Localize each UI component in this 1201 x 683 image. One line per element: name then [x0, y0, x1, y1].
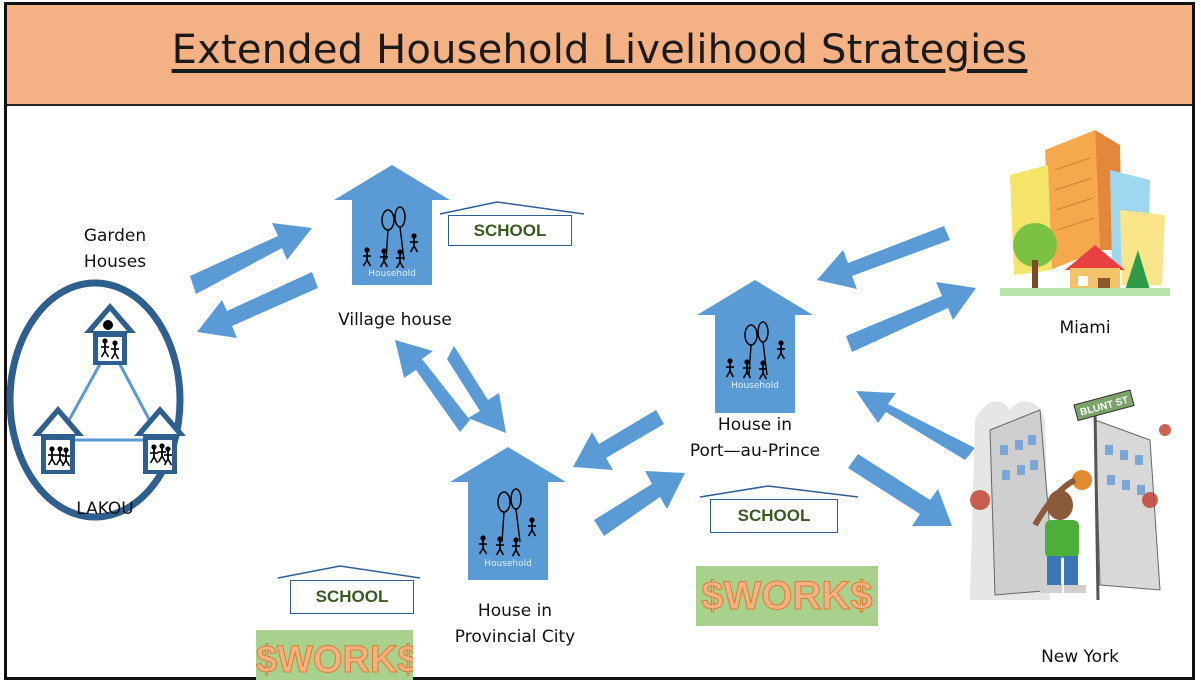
arrow-village-to-garden — [197, 272, 318, 338]
arrow-newyork-to-pap — [856, 391, 975, 460]
arrow-pap-to-newyork — [848, 454, 952, 526]
pap-label-line1: House in — [717, 415, 793, 435]
miami-label: Miami — [1059, 318, 1111, 338]
school-box-village: SCHOOL — [448, 215, 572, 246]
provincial-household-icon — [450, 447, 566, 580]
arrow-pap-to-miami — [846, 282, 976, 352]
lakou-hut-right — [134, 406, 186, 474]
arrow-provincial-to-village — [395, 340, 470, 432]
village-household-icon — [334, 165, 450, 285]
title-bar: Extended Household Livelihood Strategies — [7, 5, 1192, 106]
arrow-garden-to-village — [190, 223, 312, 294]
school-box-pap: SCHOOL — [710, 499, 838, 533]
lakou-label: LAKOU — [76, 499, 134, 519]
new-york-label: New York — [1041, 647, 1119, 667]
garden-houses-label-line2: Houses — [83, 252, 147, 272]
pap-label-line2: Port—au-Prince — [689, 441, 821, 461]
provincial-city-label-line1: House in — [477, 601, 553, 621]
slide-frame — [4, 2, 1195, 680]
provincial-city-label-line2: Provincial City — [454, 627, 576, 647]
arrow-provincial-to-pap — [594, 471, 685, 536]
garden-houses-label-line1: Garden — [83, 226, 147, 246]
lakou-hut-left — [32, 406, 84, 474]
pap-household-label: Household — [731, 381, 779, 391]
lakou-hut-top — [84, 303, 136, 365]
village-house-label: Village house — [338, 310, 452, 330]
school-roofs — [277, 201, 859, 579]
flow-arrows — [190, 223, 976, 536]
arrow-village-to-provincial — [447, 346, 506, 433]
lakou-compound — [6, 279, 186, 521]
slide-title: Extended Household Livelihood Strategies — [171, 27, 1028, 73]
village-household-label: Household — [368, 269, 416, 279]
school-box-provincial: SCHOOL — [290, 580, 414, 614]
arrow-pap-to-provincial — [573, 410, 664, 470]
works-box-provincial: $WORK$ — [256, 630, 413, 680]
works-box-pap: $WORK$ — [696, 566, 878, 626]
lakou-ellipse — [6, 279, 184, 521]
pap-household-icon — [697, 280, 813, 413]
arrow-miami-to-pap — [817, 226, 950, 289]
miami-city-illustration — [990, 120, 1170, 300]
provincial-household-label: Household — [484, 559, 532, 569]
newyork-city-illustration: BLUNT ST — [970, 389, 1171, 601]
